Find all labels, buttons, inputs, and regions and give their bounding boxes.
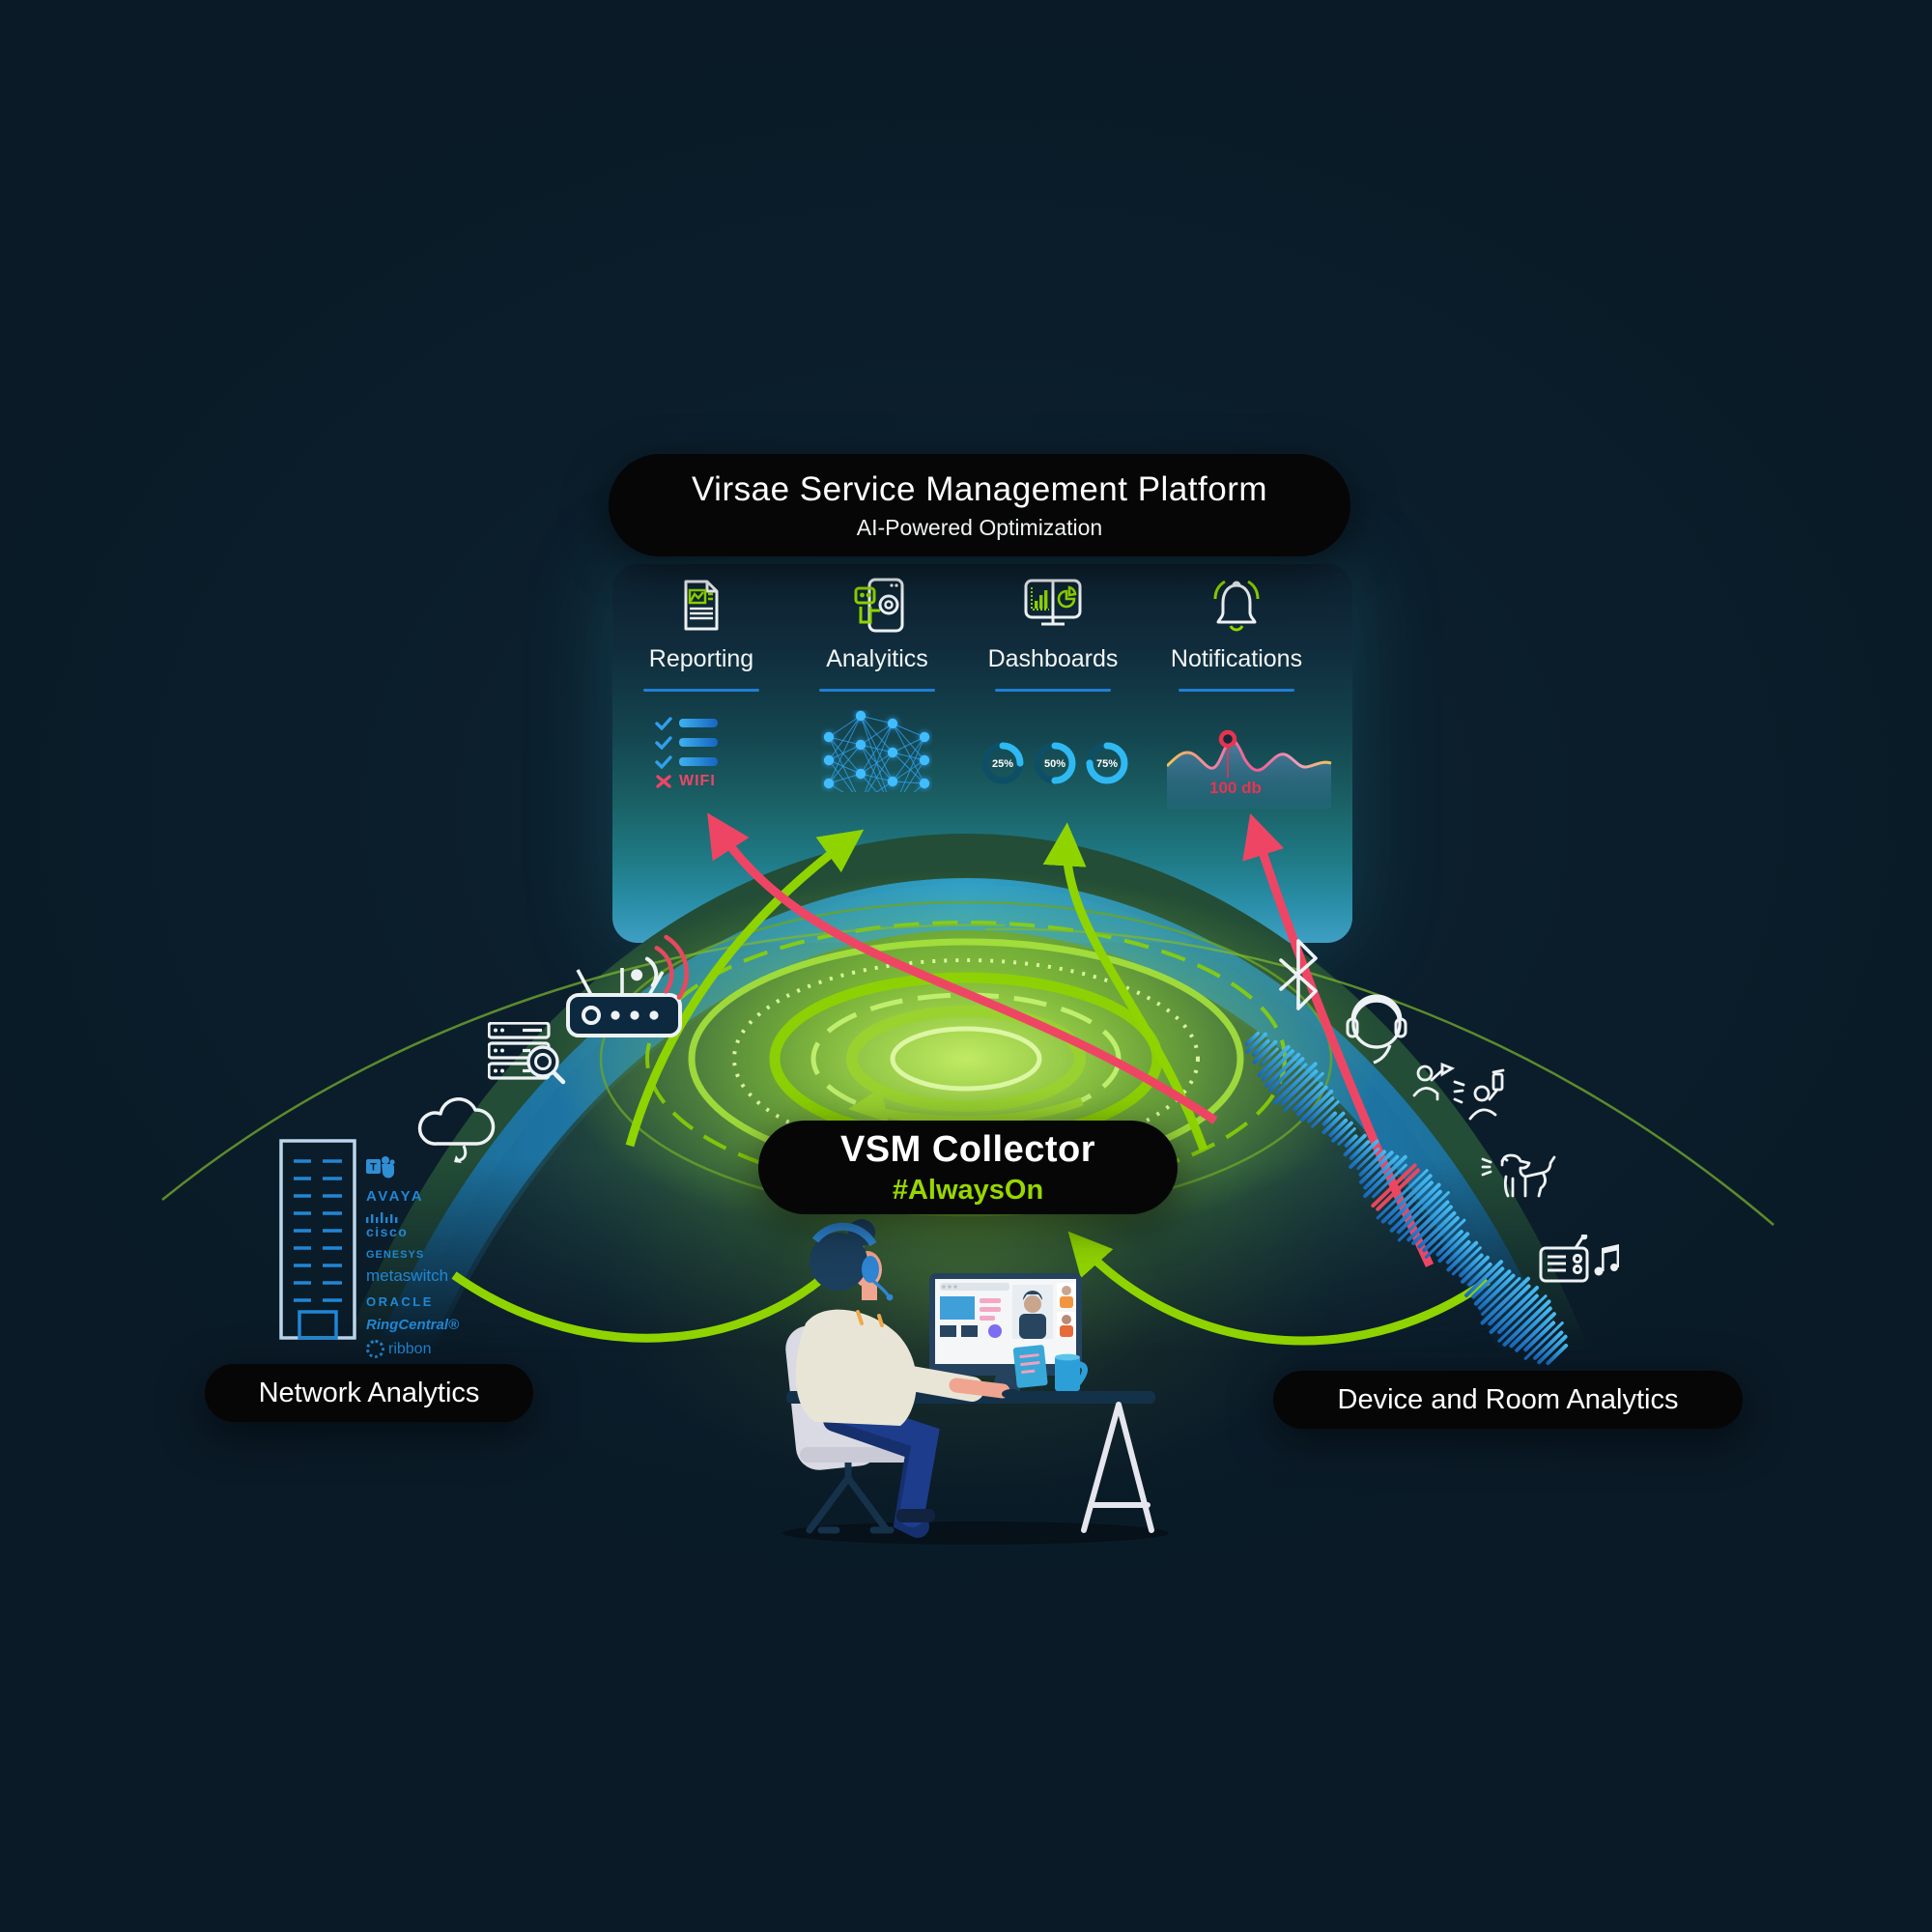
sticky-note: [1012, 1345, 1048, 1388]
vendor-oracle: ORACLE: [366, 1294, 434, 1309]
feature-label: Notifications: [1170, 645, 1303, 672]
svg-text:75%: 75%: [1096, 758, 1118, 770]
check-icon: [655, 716, 672, 730]
vendor-avaya: AVAYA: [366, 1188, 425, 1205]
router-icon: [566, 968, 682, 1037]
network-analytics-label: Network Analytics: [205, 1364, 533, 1422]
feature-dashboards: Dashboards: [961, 578, 1145, 692]
person-at-desk-illustration: [782, 1219, 1169, 1545]
device-room-analytics-label: Device and Room Analytics: [1273, 1371, 1743, 1429]
wifi-checklist: WIFI: [655, 716, 718, 789]
donut-25: 25%: [981, 742, 1024, 784]
outer-green-arc: [253, 834, 1679, 1932]
noise-waveform-graphic: 100 db: [1167, 720, 1333, 812]
collector-title: VSM Collector: [839, 1128, 1096, 1170]
x-fail-icon: [656, 774, 671, 788]
arrow-to-reporting: [707, 812, 1218, 1124]
checklist-bar: [679, 719, 718, 727]
radio-music-icon: [1539, 1235, 1619, 1283]
donut-75: 75%: [1086, 742, 1128, 784]
arrow-to-analytics: [625, 829, 865, 1148]
talking-people-icon: [1412, 1062, 1505, 1121]
collector-tagline: #AlwaysOn: [892, 1174, 1044, 1206]
chair-legs: [806, 1455, 895, 1534]
check-icon: [655, 735, 672, 750]
server-search-icon: [488, 1022, 566, 1085]
feature-underline: [995, 689, 1111, 692]
feature-analytics: Analyitics: [785, 578, 969, 692]
microsoft-teams-icon: T: [366, 1156, 395, 1179]
svg-text:25%: 25%: [992, 758, 1013, 770]
vendor-genesys: GENESYS: [366, 1249, 425, 1261]
coffee-mug-icon: [1055, 1353, 1088, 1391]
office-building-icon: [279, 1139, 356, 1340]
green-sweep-left: [161, 923, 1006, 1201]
vendor-cisco: cisco: [366, 1224, 409, 1239]
checklist-bar: [679, 757, 718, 766]
robot-analytics-icon: [854, 578, 904, 633]
platform-title-banner: Virsae Service Management Platform AI-Po…: [609, 454, 1350, 556]
feature-underline: [643, 689, 759, 692]
feature-label: Dashboards: [987, 645, 1119, 672]
vendor-ribbon: ribbon: [366, 1340, 459, 1358]
donut-50: 50%: [1034, 742, 1076, 784]
notification-bell-icon: [1213, 580, 1260, 632]
feature-underline: [819, 689, 935, 692]
dashboards-monitor-icon: [1024, 579, 1082, 626]
wifi-fail-label: WIFI: [679, 772, 716, 789]
report-document-icon: [684, 580, 719, 631]
noise-level-label: 100 db: [1209, 779, 1262, 797]
svg-text:50%: 50%: [1044, 758, 1065, 770]
feature-label: Reporting: [648, 645, 754, 672]
person: [795, 1219, 1021, 1538]
vsm-collector-pill: VSM Collector #AlwaysOn: [758, 1121, 1178, 1214]
wireless-signal-icon: [631, 935, 689, 1000]
peak-marker-icon: [1218, 729, 1237, 749]
checklist-bar: [679, 738, 718, 747]
vendor-ringcentral: RingCentral®: [366, 1317, 460, 1333]
feature-label: Analyitics: [826, 645, 928, 672]
neural-network-graphic: [821, 710, 932, 792]
desk-legs: [1081, 1402, 1154, 1533]
check-icon: [655, 754, 672, 769]
feature-notifications: Notifications: [1145, 578, 1328, 692]
bluetooth-icon: [1279, 939, 1318, 1010]
donut-charts: 25% 50% 75%: [979, 739, 1131, 787]
headphones-icon: [811, 1222, 877, 1247]
swirl-arrow-icon: [848, 1088, 889, 1122]
barking-dog-icon: [1481, 1153, 1556, 1198]
platform-title: Virsae Service Management Platform: [691, 469, 1268, 508]
feature-underline: [1179, 689, 1294, 692]
green-dome: [328, 930, 1604, 1932]
platform-subtitle: AI-Powered Optimization: [856, 514, 1103, 540]
vendor-logo-list: T AVAYA cisco GENESYS metaswitch ORACLE …: [366, 1155, 459, 1358]
feature-reporting: Reporting: [610, 578, 793, 692]
headset-person-icon: [1346, 994, 1407, 1065]
svg-text:T: T: [370, 1162, 377, 1174]
cisco-bars-icon: [366, 1212, 398, 1223]
cloud-icon: [417, 1097, 496, 1163]
ribbon-logo-icon: [366, 1340, 384, 1358]
vendor-metaswitch: metaswitch: [366, 1266, 449, 1285]
arrow-devices-to-collector: [1067, 1231, 1491, 1346]
